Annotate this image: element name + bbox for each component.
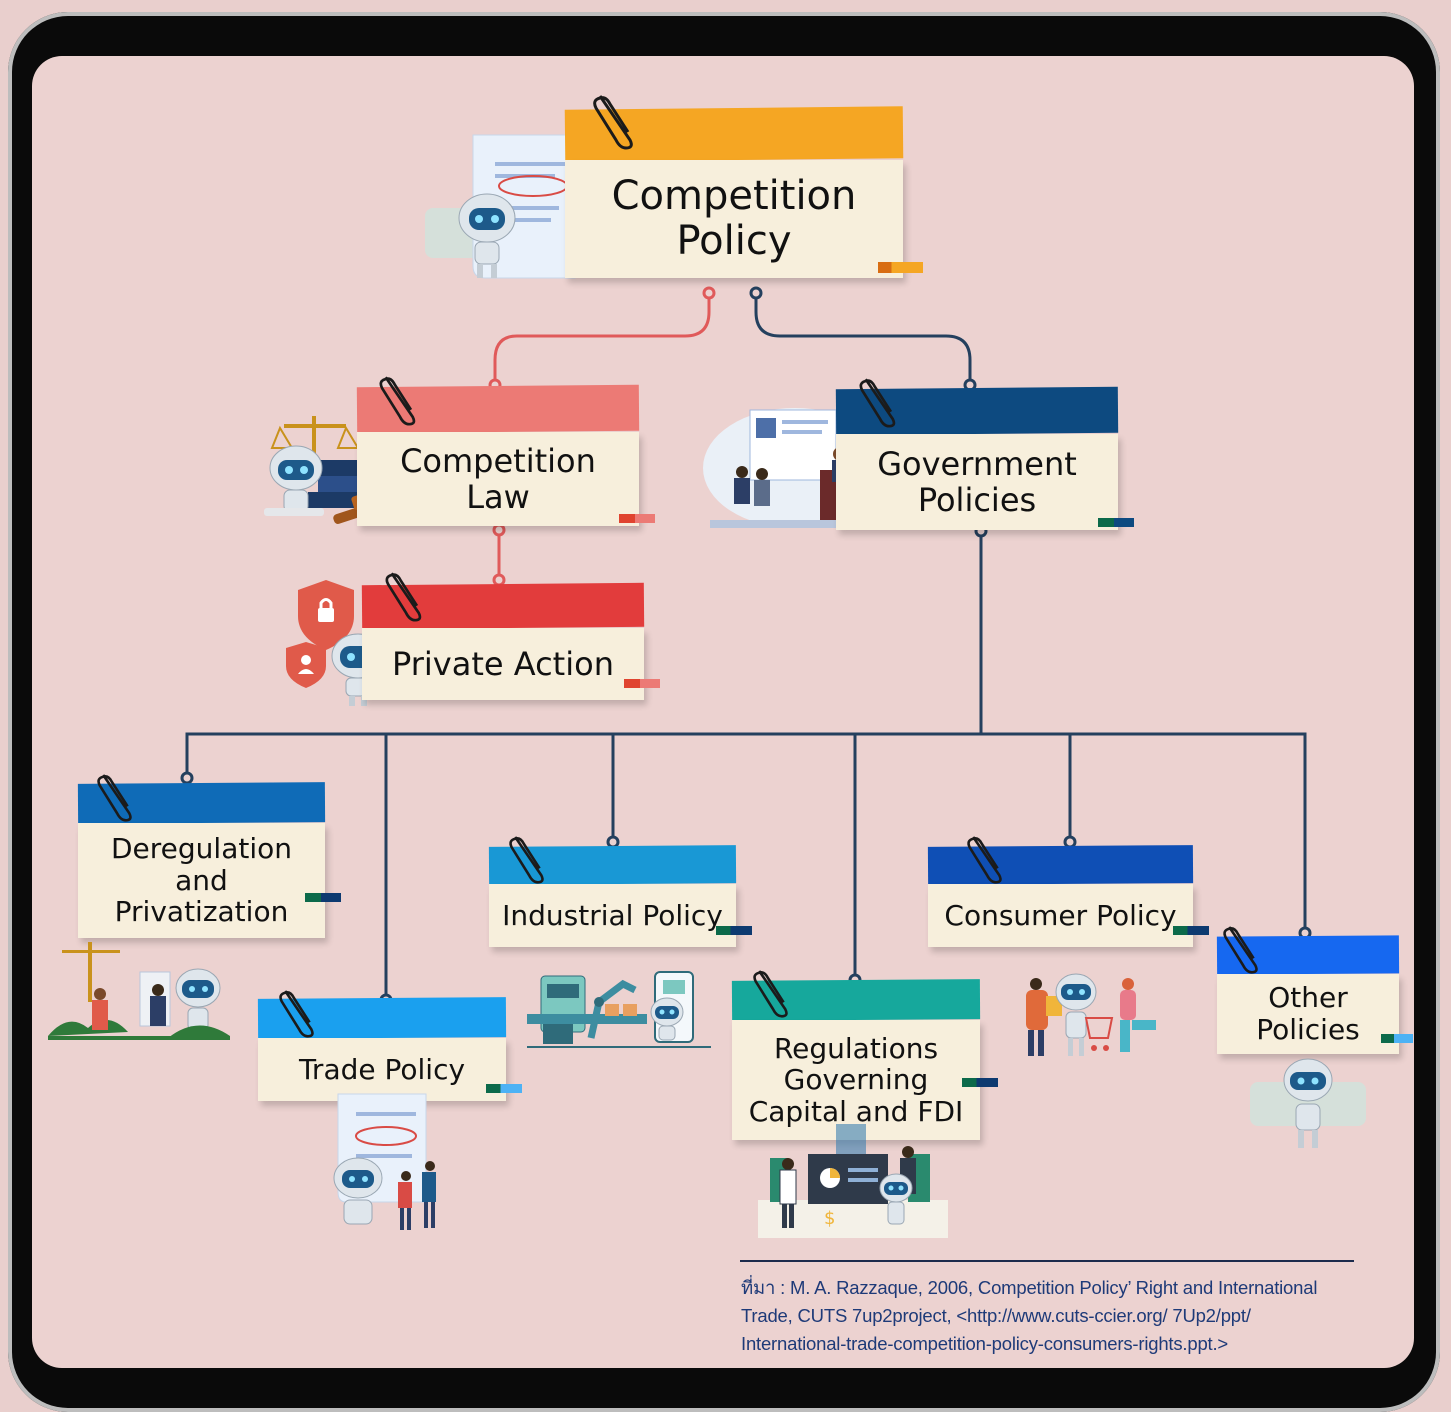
node-label: Other — [1268, 981, 1348, 1015]
privatization-illustration — [48, 932, 230, 1042]
paperclip-icon — [385, 572, 422, 622]
node-label: Private Action — [392, 644, 614, 683]
paperclip-icon — [859, 378, 896, 428]
robot-icon — [879, 1173, 913, 1225]
node-regulations-capital-fdi: Regulations Governing Capital and FDI — [731, 979, 998, 1140]
tape-mark — [486, 1084, 522, 1093]
node-label: Policies — [917, 481, 1037, 519]
node-government-policies: Government Policies — [835, 386, 1134, 530]
paperclip-icon — [97, 774, 132, 822]
tape-mark — [716, 926, 752, 935]
node-label: Regulations — [773, 1031, 939, 1065]
tape-mark — [1381, 1034, 1413, 1043]
robot-illustration — [1250, 1054, 1366, 1150]
shopping-consumers-illustration — [1020, 968, 1166, 1058]
paperclip-icon — [753, 970, 788, 1018]
tape-mark — [962, 1078, 998, 1087]
node-label: Consumer Policy — [944, 898, 1177, 932]
paperclip-icon — [379, 376, 416, 426]
tape-mark — [878, 262, 923, 273]
node-label: Policy — [676, 218, 792, 264]
node-competition-policy: Competition Policy — [564, 106, 923, 278]
factory-robot-arm-illustration — [527, 966, 711, 1050]
node-competition-law: Competition Law — [356, 384, 655, 526]
node-deregulation-privatization: Deregulation and Privatization — [77, 782, 341, 938]
source-divider — [740, 1260, 1354, 1262]
paperclip-icon — [509, 836, 544, 884]
svg-text:$: $ — [824, 1208, 835, 1229]
source-note: ที่มา : M. A. Razzaque, 2006, Competitio… — [741, 1274, 1391, 1358]
node-other-policies: Other Policies — [1216, 935, 1413, 1054]
paperclip-icon — [1223, 926, 1258, 974]
node-consumer-policy: Consumer Policy — [927, 845, 1209, 947]
node-private-action: Private Action — [361, 582, 660, 700]
capital-fdi-illustration: $ — [758, 1124, 948, 1238]
robot-icon — [458, 193, 516, 278]
node-label: Deregulation — [110, 832, 292, 866]
node-label: Law — [466, 478, 530, 516]
node-label: Competition — [400, 441, 596, 480]
robot-icon — [1055, 973, 1097, 1056]
robot-icon — [1283, 1058, 1333, 1148]
tape-mark — [1173, 926, 1209, 935]
connector-bus — [185, 732, 1307, 931]
node-industrial-policy: Industrial Policy — [488, 845, 752, 947]
robot-icon — [175, 968, 221, 1031]
shield-lock-icon — [298, 580, 354, 650]
source-line: Trade, CUTS 7up2project, <http://www.cut… — [741, 1305, 1251, 1326]
node-label: Governing — [783, 1063, 929, 1097]
robot-icon — [333, 1157, 383, 1225]
connector-root-to-law — [493, 293, 711, 384]
source-line: International-trade-competition-policy-c… — [741, 1333, 1229, 1354]
tape-mark — [619, 514, 655, 523]
tape-mark — [305, 893, 341, 902]
tape-mark — [1098, 518, 1134, 527]
paperclip-icon — [279, 990, 314, 1038]
source-line: ที่มา : M. A. Razzaque, 2006, Competitio… — [741, 1277, 1318, 1298]
node-trade-policy: Trade Policy — [257, 997, 522, 1101]
trade-document-illustration — [330, 1092, 448, 1234]
node-label: Competition — [611, 172, 857, 219]
tape-mark — [624, 679, 660, 688]
node-label: Government — [877, 444, 1077, 483]
connector-root-to-government — [754, 293, 972, 384]
paperclip-icon — [967, 836, 1002, 884]
robot-icon — [264, 445, 324, 516]
paperclip-icon — [593, 95, 633, 150]
node-label: and — [175, 863, 228, 897]
node-label: Policies — [1256, 1013, 1360, 1046]
robot-icon — [650, 997, 684, 1041]
node-label: Capital and FDI — [748, 1094, 964, 1128]
node-label: Trade Policy — [298, 1052, 466, 1086]
node-label: Privatization — [114, 895, 289, 929]
node-label: Industrial Policy — [502, 898, 723, 932]
shield-user-icon — [286, 642, 326, 688]
